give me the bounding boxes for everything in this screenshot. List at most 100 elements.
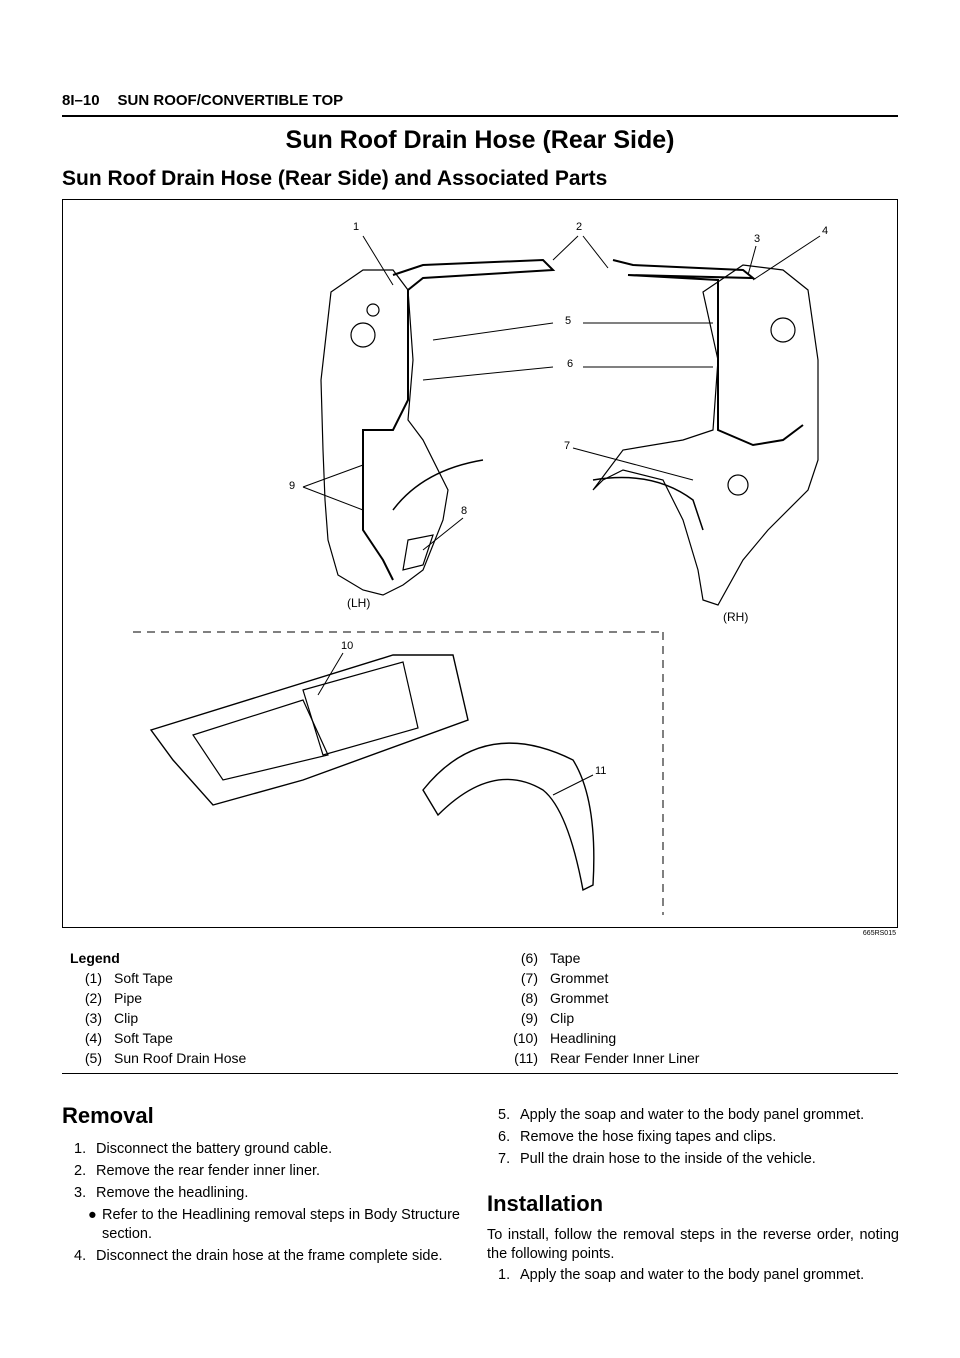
legend-item-number: (5) <box>84 1050 102 1066</box>
removal-steps-right: 5.Apply the soap and water to the body p… <box>498 1106 900 1172</box>
headlining <box>149 654 469 806</box>
rh-wheel-arch <box>592 476 704 531</box>
panel-hole <box>366 303 380 317</box>
installation-steps: 1.Apply the soap and water to the body p… <box>498 1266 900 1288</box>
legend-item-number: (10) <box>513 1030 538 1046</box>
callout-7: 7 <box>564 440 571 452</box>
rh-label: (RH) <box>723 610 749 624</box>
removal-steps-left: 1.Disconnect the battery ground cable. 2… <box>74 1140 460 1269</box>
leader-2b <box>582 235 609 269</box>
rh-drain-hose <box>612 259 804 447</box>
leader-4 <box>752 235 821 281</box>
removal-step-3: 3.Remove the headlining. <box>74 1185 249 1201</box>
callout-11: 11 <box>595 765 607 777</box>
removal-step-1: 1.Disconnect the battery ground cable. <box>74 1141 333 1157</box>
legend-item: (5) Sun Roof Drain Hose <box>70 1048 246 1068</box>
removal-step-3-note: ●Refer to the Headlining removal steps i… <box>88 1207 460 1242</box>
legend-item-number: (7) <box>520 970 538 986</box>
panel-hole <box>770 317 796 343</box>
parts-figure: 1 2 3 4 5 6 7 8 9 10 11 (LH) (RH) <box>62 199 898 928</box>
leader-6a <box>422 366 554 381</box>
legend-item: (3) Clip <box>70 1008 246 1028</box>
removal-step-6: 6.Remove the hose fixing tapes and clips… <box>498 1129 777 1145</box>
rear-fender-inner-liner <box>422 742 595 892</box>
callout-1: 1 <box>353 221 360 233</box>
legend-item-number: (6) <box>520 950 538 966</box>
legend-item: (4) Soft Tape <box>70 1028 246 1048</box>
section-name: SUN ROOF/CONVERTIBLE TOP <box>117 92 344 109</box>
leader-5a <box>432 322 554 341</box>
callout-8: 8 <box>461 505 468 517</box>
legend-left: Legend (1) Soft Tape (2) Pipe (3) Clip (4) Soft… <box>70 948 246 1068</box>
headlining-inner-panel <box>192 699 329 781</box>
legend-right: (6) Tape (7) Grommet (8) Grommet (9) Clip (10) He… <box>498 948 699 1068</box>
legend-item: (7) Grommet <box>498 968 699 988</box>
installation-intro: To install, follow the removal steps in … <box>487 1227 899 1262</box>
legend-item: (9) Clip <box>498 1008 699 1028</box>
legend-item-label: Grommet <box>550 970 609 986</box>
legend-item-label: Soft Tape <box>114 1030 173 1046</box>
leader-1 <box>362 235 394 286</box>
leader-2a <box>552 235 579 261</box>
legend-item: (1) Soft Tape <box>70 968 246 988</box>
leader-9a <box>302 464 364 488</box>
callout-5: 5 <box>565 315 572 327</box>
callout-10: 10 <box>341 640 354 652</box>
lh-wheel-arch <box>392 459 484 511</box>
page-number: 8I–10 <box>62 92 100 109</box>
parts-illustration <box>133 235 821 915</box>
leader-7 <box>572 447 694 481</box>
grommet-8 <box>402 534 434 571</box>
callout-3: 3 <box>754 233 761 245</box>
header-rule <box>62 115 898 117</box>
legend-item-number: (4) <box>84 1030 102 1046</box>
section-divider <box>62 1073 898 1074</box>
callout-4: 4 <box>822 225 829 237</box>
leader-10 <box>317 652 344 696</box>
legend-item-number: (1) <box>84 970 102 986</box>
removal-step-4: 4.Disconnect the drain hose at the frame… <box>74 1248 443 1264</box>
panel-hole <box>350 322 376 348</box>
legend-item-label: Soft Tape <box>114 970 173 986</box>
figure-heading: Sun Roof Drain Hose (Rear Side) and Asso… <box>62 167 608 190</box>
callout-6: 6 <box>567 358 574 370</box>
bullet-icon: ● <box>88 1207 97 1223</box>
callout-9: 9 <box>289 480 296 492</box>
callout-2: 2 <box>576 221 583 233</box>
page-title: Sun Roof Drain Hose (Rear Side) <box>285 126 675 154</box>
legend-item-label: Headlining <box>550 1030 617 1046</box>
installation-step-1: 1.Apply the soap and water to the body p… <box>498 1267 865 1283</box>
legend-item-number: (8) <box>520 990 538 1006</box>
legend-item-label: Sun Roof Drain Hose <box>114 1050 247 1066</box>
legend-item-number: (11) <box>514 1050 538 1066</box>
headlining-sunroof-opening <box>302 661 419 756</box>
legend-item-number: (3) <box>84 1010 102 1026</box>
legend-item-label: Pipe <box>114 990 143 1006</box>
removal-step-7: 7.Pull the drain hose to the inside of t… <box>498 1151 816 1167</box>
lh-label: (LH) <box>347 596 371 610</box>
leader-8 <box>422 517 464 551</box>
legend-item-label: Clip <box>114 1010 139 1026</box>
figure-code: 665RS015 <box>862 930 896 937</box>
legend-item: (11) Rear Fender Inner Liner <box>498 1048 699 1068</box>
removal-step-5: 5.Apply the soap and water to the body p… <box>498 1107 865 1123</box>
legend-item-label: Tape <box>550 950 581 966</box>
removal-heading: Removal <box>62 1103 154 1128</box>
removal-step-2: 2.Remove the rear fender inner liner. <box>74 1163 321 1179</box>
leader-9b <box>302 486 364 511</box>
legend-item-number: (2) <box>84 990 102 1006</box>
rh-body-panel <box>592 264 819 606</box>
panel-hole <box>727 474 749 496</box>
legend-title: Legend <box>70 950 120 966</box>
legend-item: (6) Tape <box>498 948 699 968</box>
legend-item: (2) Pipe <box>70 988 246 1008</box>
installation-heading: Installation <box>487 1191 604 1216</box>
legend-item-label: Rear Fender Inner Liner <box>550 1050 700 1066</box>
leader-3 <box>747 245 757 276</box>
legend-item-label: Clip <box>550 1010 575 1026</box>
legend-item: (10) Headlining <box>498 1028 699 1048</box>
legend-item: (8) Grommet <box>498 988 699 1008</box>
legend-item-label: Grommet <box>550 990 609 1006</box>
legend-item-number: (9) <box>520 1010 538 1026</box>
lh-drain-hose <box>362 258 556 581</box>
